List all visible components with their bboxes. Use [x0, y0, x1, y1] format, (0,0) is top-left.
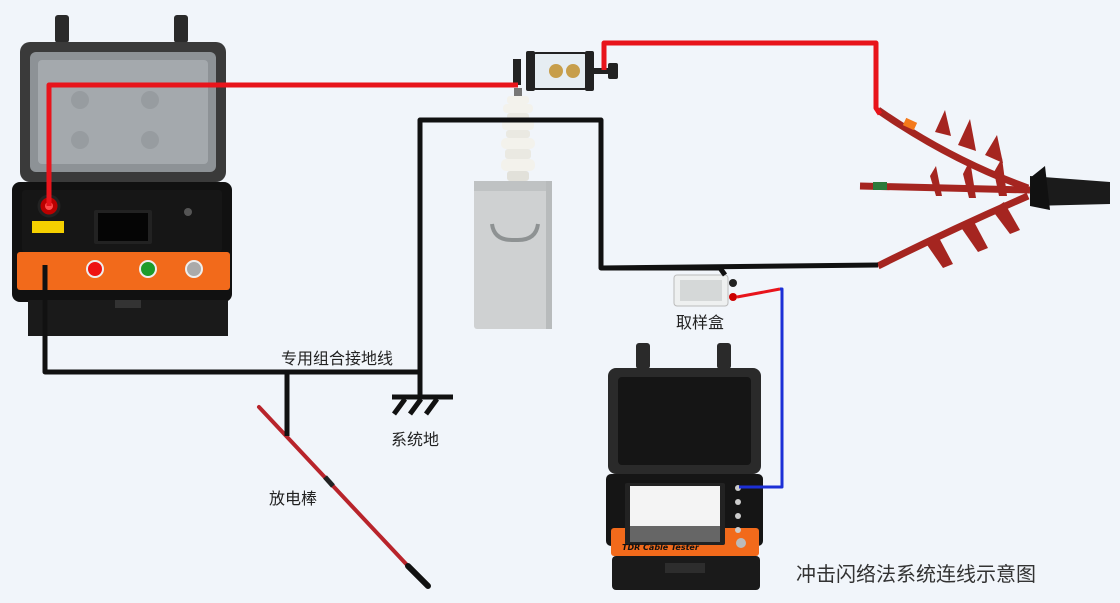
sampling-red-lead	[736, 287, 781, 299]
discharge-rod-label: 放电棒	[269, 489, 318, 508]
storage-capacitor	[474, 88, 552, 329]
sphere-gap	[513, 51, 618, 91]
hv-generator-case	[12, 15, 232, 336]
tdr-brand-label: TDR Cable Tester	[622, 543, 700, 552]
sampling-box	[673, 274, 737, 307]
discharge-rod	[257, 405, 431, 589]
hv-wire	[46, 82, 518, 206]
system-ground-label: 系统地	[391, 430, 440, 449]
diagram-title: 冲击闪络法系统连线示意图	[796, 562, 1036, 586]
ground-wire-label: 专用组合接地线	[281, 349, 394, 368]
ground-wire-termination	[600, 262, 879, 271]
hv-wire-to-cable	[601, 40, 883, 116]
signal-wire	[739, 287, 784, 489]
cable-terminations	[859, 107, 1110, 270]
tdr-cable-tester: TDR Cable Tester	[606, 343, 763, 590]
sampling-box-label: 取样盒	[676, 313, 725, 332]
ground-symbol-icon	[391, 372, 453, 416]
